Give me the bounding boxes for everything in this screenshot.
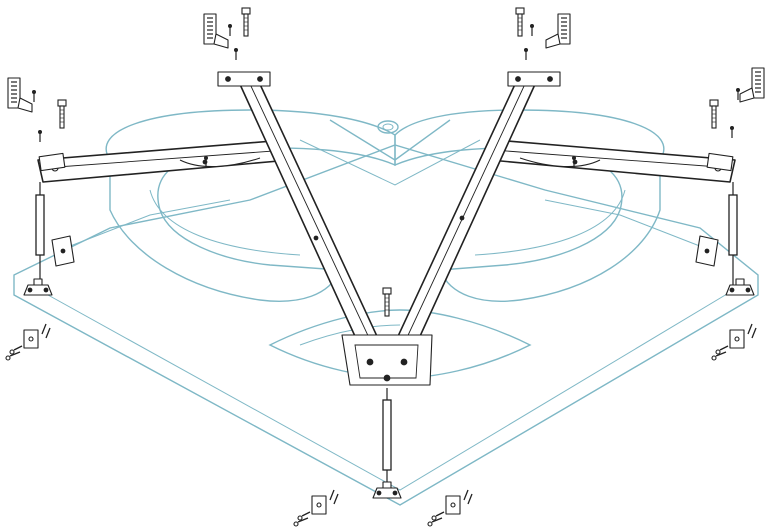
drain-hole (377, 120, 399, 134)
top-plate-left (217, 71, 271, 87)
clamp-bracket-left (51, 235, 75, 267)
tub-left-wing (59, 199, 231, 251)
bolt-top-right (515, 7, 525, 37)
anchor-set-bottom-right (427, 489, 473, 527)
anchor-set-bottom-left (293, 489, 339, 527)
right-horizontal-support-beam (489, 139, 736, 183)
beam-brace-left (179, 157, 261, 168)
tub-right-wing (544, 199, 711, 251)
clamp-bracket-right (695, 235, 719, 267)
tub-outer-rim-edge (13, 294, 759, 506)
bolt-left (57, 99, 67, 129)
anchor-set-right (711, 323, 757, 361)
wall-bracket-top-left (203, 13, 229, 49)
front-corner-plate (341, 334, 433, 386)
drain-hole-inner (382, 123, 394, 131)
bolt-top-left (241, 7, 251, 37)
support-leg-right (725, 182, 755, 296)
support-leg-left (23, 182, 53, 296)
support-leg-front (372, 388, 402, 499)
tub-basin-left (105, 109, 396, 302)
tub-seat-left (149, 189, 301, 256)
wall-bracket-left (7, 77, 33, 113)
tub-center-ridge-inner (299, 139, 481, 186)
left-horizontal-support-beam (37, 139, 291, 183)
tub-seat-right (474, 189, 626, 256)
wall-bracket-right (739, 67, 765, 103)
anchor-set-left (5, 323, 51, 361)
beam-brace-right (519, 157, 601, 168)
bolt-right (709, 99, 719, 129)
wall-bracket-top-right (545, 13, 571, 49)
top-plate-right (507, 71, 561, 87)
bolt-front (382, 287, 392, 317)
screws (31, 23, 741, 169)
tub-deck-front (29, 284, 743, 491)
tub-center-ridge (329, 119, 451, 161)
